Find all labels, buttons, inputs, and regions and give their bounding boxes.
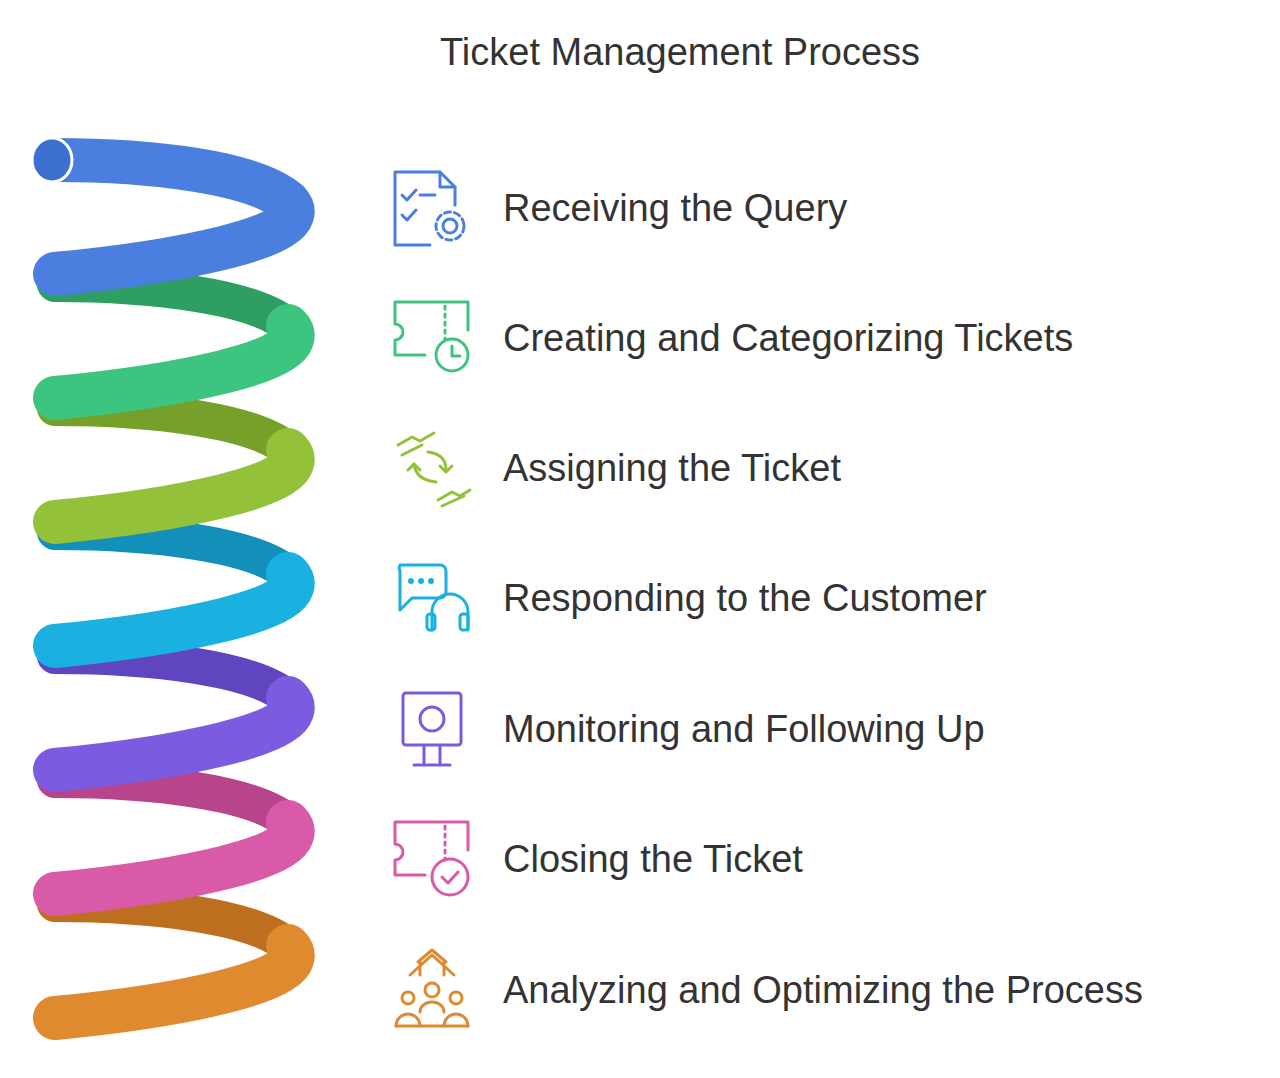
coil-band: [55, 946, 293, 1018]
chat-dots: [408, 578, 434, 584]
coil-band: [55, 326, 293, 398]
step-label: Assigning the Ticket: [503, 443, 841, 493]
step-label: Receiving the Query: [503, 183, 847, 233]
chat-headset-icon: [399, 565, 468, 630]
coil-band: [55, 202, 293, 274]
step-label: Responding to the Customer: [503, 573, 987, 623]
coil-band: [55, 160, 288, 202]
diagram-title: Ticket Management Process: [440, 27, 920, 77]
step-label: Monitoring and Following Up: [503, 704, 985, 754]
step-label: Analyzing and Optimizing the Process: [503, 965, 1143, 1015]
coil-band: [55, 822, 293, 894]
ticket-clock-icon: [395, 302, 468, 371]
coil-band: [55, 574, 293, 646]
step-label: Closing the Ticket: [503, 834, 803, 884]
coil-spring: [32, 138, 293, 1018]
coil-band: [55, 450, 293, 522]
step-label: Creating and Categorizing Tickets: [503, 313, 1073, 363]
coil-band: [55, 698, 293, 770]
optimize-people-icon: [396, 950, 468, 1026]
query-icon: [395, 172, 464, 245]
ticket-check-icon: [395, 822, 468, 895]
coil-end: [32, 138, 72, 182]
monitor-icon: [403, 693, 461, 765]
assign-arrows-icon: [398, 433, 470, 506]
